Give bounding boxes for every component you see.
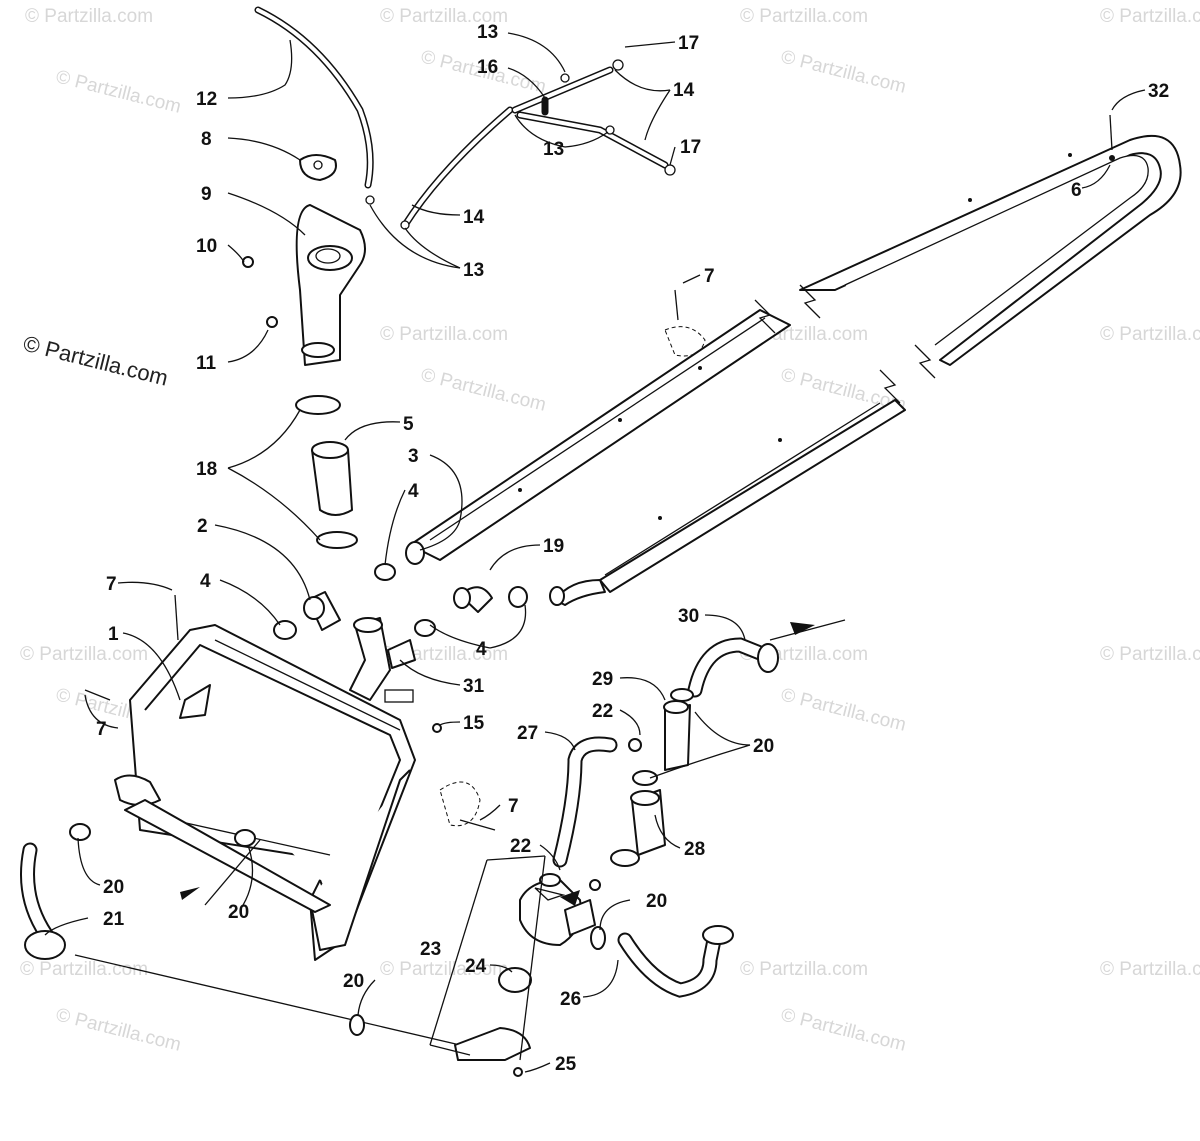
callout-label: 14 — [673, 80, 695, 101]
callout-label: 20 — [646, 891, 667, 912]
callout-label: 20 — [228, 902, 249, 923]
watermark: © Partzilla.com — [25, 6, 153, 27]
callout-label: 9 — [201, 184, 212, 205]
thermostat-assembly — [429, 855, 601, 1077]
callout-label: 4 — [200, 571, 211, 592]
leader-lines — [44, 32, 1146, 1073]
callout-label: 17 — [680, 137, 701, 158]
watermark: © Partzilla.com — [20, 959, 148, 980]
callout-label: 4 — [476, 639, 487, 660]
copyright-credit: © Partzilla.com — [21, 331, 171, 391]
callout-label: 31 — [463, 676, 485, 697]
callout-label: 26 — [560, 989, 581, 1010]
callout-label: 25 — [555, 1054, 577, 1075]
callout-label: 27 — [517, 723, 538, 744]
callout-label: 8 — [201, 129, 212, 150]
callout-label: 13 — [543, 139, 564, 160]
rivets-and-details — [84, 114, 1115, 831]
coolant-bottle — [242, 154, 366, 366]
watermark: © Partzilla.com — [380, 324, 508, 345]
callout-labels: 12 8 9 10 11 13 16 17 14 13 17 14 13 32 … — [96, 22, 1169, 1075]
callout-label: 7 — [106, 574, 117, 595]
watermark: © Partzilla.com — [1100, 6, 1200, 27]
callout-label: 22 — [592, 701, 613, 722]
hose-set — [273, 395, 528, 703]
callout-label: 14 — [463, 207, 485, 228]
watermark: © Partzilla.com — [380, 959, 508, 980]
watermark: © Partzilla.com — [380, 6, 508, 27]
callout-label: 15 — [463, 713, 485, 734]
callout-label: 17 — [678, 33, 699, 54]
callout-label: 4 — [408, 481, 419, 502]
callout-label: 1 — [108, 624, 119, 645]
watermark: © Partzilla.com — [54, 1004, 183, 1055]
callout-label: 20 — [753, 736, 774, 757]
watermark: © Partzilla.com — [20, 644, 148, 665]
callout-label: 18 — [196, 459, 217, 480]
callout-label: 16 — [477, 57, 498, 78]
callout-label: 20 — [103, 877, 124, 898]
watermark: © Partzilla.com — [54, 66, 183, 117]
watermark: © Partzilla.com — [779, 46, 908, 97]
callout-label: 32 — [1148, 81, 1169, 102]
callout-label: 10 — [196, 236, 217, 257]
callout-label: 24 — [465, 956, 487, 977]
callout-label: 5 — [403, 414, 414, 435]
callout-label: 2 — [197, 516, 208, 537]
watermark: © Partzilla.com — [740, 959, 868, 980]
callout-label: 3 — [408, 446, 419, 467]
radiator-frame — [20, 624, 461, 1046]
watermark: © Partzilla.com — [1100, 959, 1200, 980]
callout-label: 7 — [704, 266, 715, 287]
callout-label: 20 — [343, 971, 364, 992]
callout-label: 19 — [543, 536, 564, 557]
engine-hoses — [552, 619, 846, 998]
callout-label: 7 — [96, 719, 107, 740]
watermark: © Partzilla.com — [740, 6, 868, 27]
watermark: © Partzilla.com — [779, 1004, 908, 1055]
heat-exchanger-rail — [405, 135, 1182, 606]
callout-label: 13 — [463, 260, 484, 281]
watermark: © Partzilla.com — [419, 364, 548, 415]
callout-label: 13 — [477, 22, 498, 43]
callout-label: 28 — [684, 839, 705, 860]
callout-label: 11 — [196, 353, 217, 374]
callout-label: 21 — [103, 909, 125, 930]
callout-label: 22 — [510, 836, 531, 857]
callout-label: 7 — [508, 796, 519, 817]
watermark: © Partzilla.com — [1100, 324, 1200, 345]
watermark: © Partzilla.com — [779, 684, 908, 735]
watermark: © Partzilla.com — [1100, 644, 1200, 665]
callout-label: 30 — [678, 606, 699, 627]
callout-label: 23 — [420, 939, 441, 960]
callout-label: 29 — [592, 669, 613, 690]
callout-label: 12 — [196, 89, 217, 110]
bleed-hoses — [254, 6, 676, 230]
callout-label: 6 — [1071, 180, 1082, 201]
